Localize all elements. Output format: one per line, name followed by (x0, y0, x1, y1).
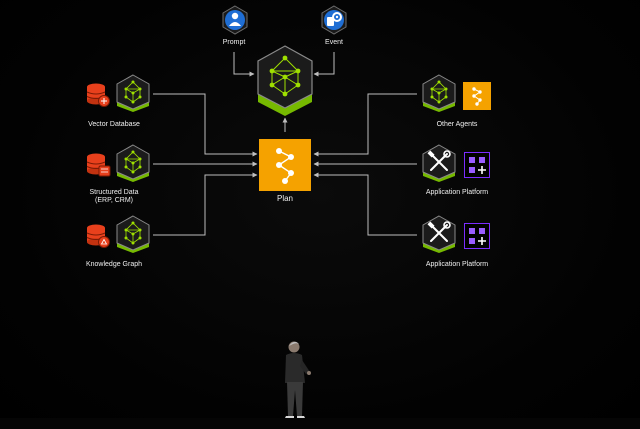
event-label: Event (325, 39, 343, 46)
agent-hex-icon (422, 74, 456, 112)
person-icon (222, 5, 248, 35)
knowledge-graph-database-icon (86, 224, 110, 248)
arrow-prompt-to-agent (233, 52, 255, 77)
application-platform-label: Application Platform (425, 189, 489, 196)
arrow-knowledge-to-plan (153, 172, 258, 236)
arrow-platform2-to-plan (313, 172, 417, 236)
structured-data-sublabel: (ERP, CRM) (95, 197, 133, 204)
other-agents-label: Other Agents (436, 121, 478, 128)
plan-flow-icon (463, 82, 491, 110)
agent-hex-icon (116, 74, 150, 112)
agent-hex-icon (116, 144, 150, 182)
structured-database-icon (86, 153, 111, 177)
presenter-figure (281, 341, 313, 424)
arrow-event-to-agent (313, 52, 335, 77)
tools-hex-icon (422, 215, 456, 253)
arrow-vector-to-plan (153, 93, 258, 157)
app-grid-icon (464, 223, 490, 249)
knowledge-graph-label: Knowledge Graph (85, 261, 143, 268)
event-gear-icon (321, 5, 347, 35)
app-grid-icon (464, 152, 490, 178)
plan-label: Plan (276, 194, 294, 203)
prompt-label: Prompt (222, 39, 246, 46)
arrow-agents-to-plan (313, 93, 417, 157)
tools-hex-icon (422, 144, 456, 182)
stage-floor (0, 418, 640, 429)
agent-hex-icon (116, 215, 150, 253)
database-icon (86, 83, 110, 107)
structured-data-label: Structured Data (89, 189, 139, 196)
ai-agent-network-icon (257, 45, 313, 116)
application-platform-label: Application Platform (425, 261, 489, 268)
vector-database-label: Vector Database (88, 121, 140, 128)
plan-flow-icon (259, 139, 311, 191)
